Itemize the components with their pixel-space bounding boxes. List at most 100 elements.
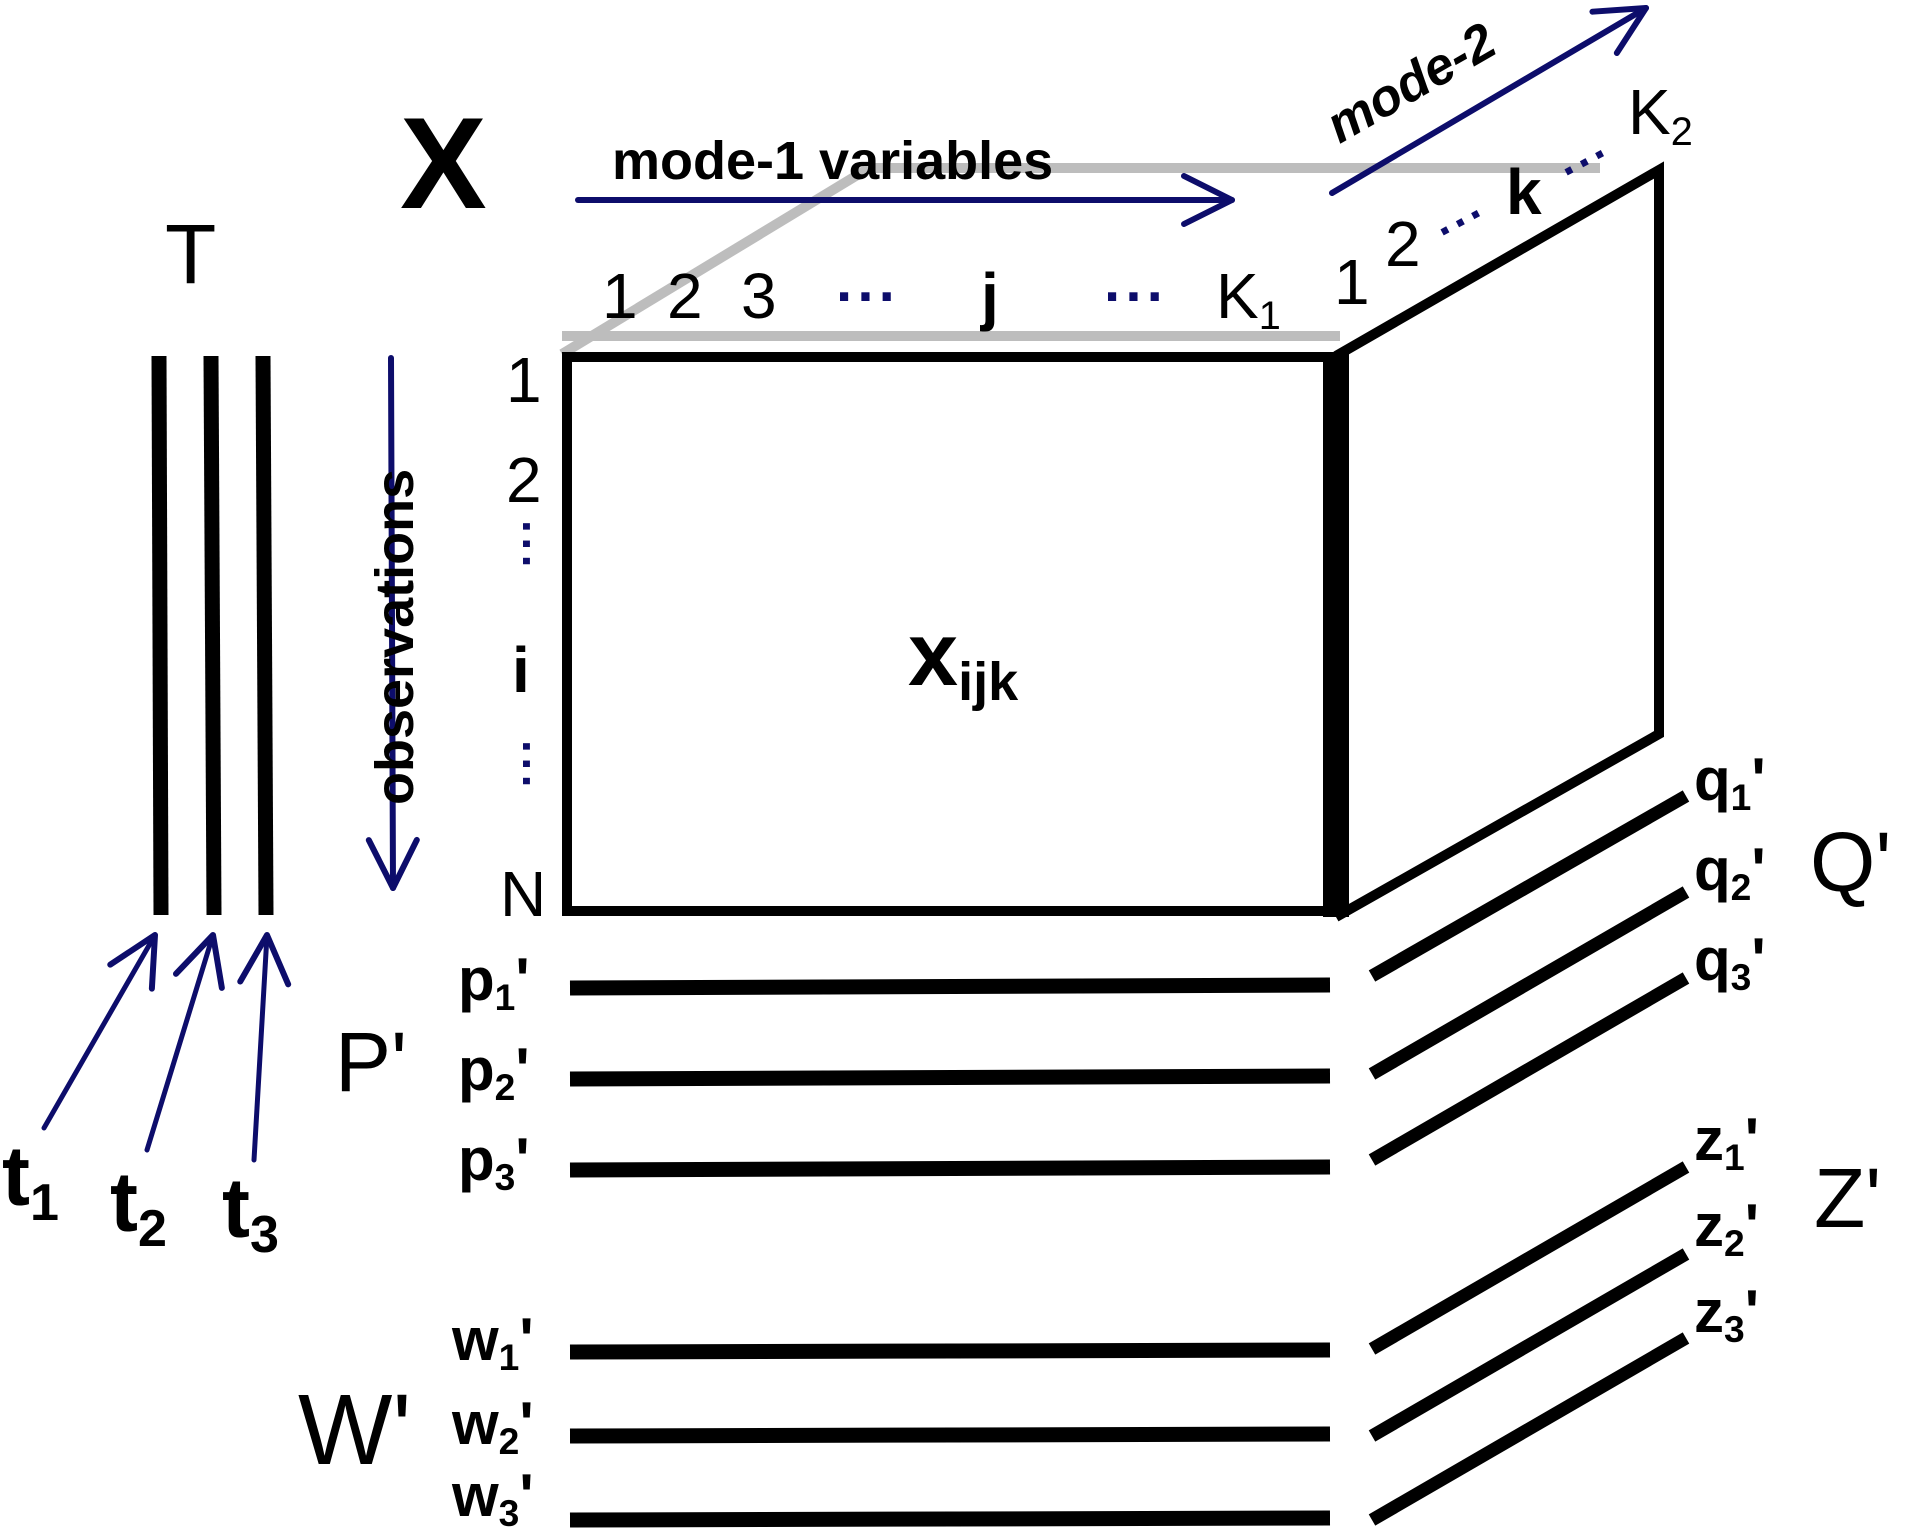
mode2-index-1: 1 bbox=[1334, 246, 1370, 318]
t3-label-sub: 3 bbox=[249, 1205, 279, 1264]
q2-label-prime: ' bbox=[1751, 836, 1766, 903]
q1-label-base: q bbox=[1694, 746, 1731, 813]
w3-label: w3' bbox=[452, 1466, 534, 1533]
z1-label-sub: 1 bbox=[1724, 1136, 1745, 1179]
p-matrix-symbol: P' bbox=[335, 1015, 408, 1109]
w2-label-base: w bbox=[452, 1390, 499, 1457]
p1-vector bbox=[569, 977, 1331, 996]
mode-2-arrow bbox=[1329, 5, 1649, 196]
mode1-index-last: K1 bbox=[1216, 264, 1281, 336]
w2-label-sub: 2 bbox=[498, 1420, 520, 1463]
q2-vector bbox=[1368, 886, 1690, 1080]
score-vectors bbox=[151, 355, 274, 916]
z3-label-prime: ' bbox=[1744, 1278, 1759, 1345]
w1-label-prime: ' bbox=[519, 1306, 534, 1373]
observations-label: observations bbox=[365, 468, 425, 805]
q3-vector bbox=[1368, 972, 1690, 1166]
t1-label-sub: 1 bbox=[29, 1173, 59, 1232]
score-matrix-symbol: T bbox=[165, 207, 217, 301]
z2-label: z2' bbox=[1694, 1196, 1759, 1263]
mode-1-label: mode-1 variables bbox=[612, 131, 1054, 191]
w1-label-sub: 1 bbox=[498, 1336, 520, 1379]
mode2-index-last: K2 bbox=[1628, 80, 1693, 152]
t1-vector bbox=[151, 355, 169, 916]
mode1-ellipsis-2: ··· bbox=[1104, 264, 1168, 329]
w3-label-sub: 3 bbox=[498, 1492, 520, 1535]
z2-label-prime: ' bbox=[1744, 1192, 1759, 1259]
obs-index-N: N bbox=[500, 858, 547, 930]
q1-label-prime: ' bbox=[1751, 746, 1766, 813]
q3-label-sub: 3 bbox=[1730, 956, 1752, 999]
score-pointer-arrows bbox=[41, 932, 292, 1163]
t1-pointer-arrow bbox=[41, 932, 158, 1131]
q2-label: q2' bbox=[1694, 840, 1766, 907]
t3-pointer-arrow bbox=[237, 932, 292, 1163]
t2-label-base: t bbox=[110, 1155, 138, 1249]
p3-label-prime: ' bbox=[515, 1126, 530, 1193]
p2-label-sub: 2 bbox=[494, 1066, 516, 1109]
t1-label: t1 bbox=[2, 1134, 59, 1229]
q-loading-vectors bbox=[1368, 790, 1690, 1166]
q-matrix-symbol: Q' bbox=[1810, 815, 1892, 909]
obs-ellipsis-1: ··· bbox=[501, 520, 553, 572]
mode1-index-2: 2 bbox=[667, 260, 703, 332]
t2-label: t2 bbox=[110, 1160, 167, 1255]
tensor-symbol: X bbox=[400, 90, 487, 236]
t2-vector bbox=[203, 355, 222, 916]
w1-label: w1' bbox=[452, 1310, 534, 1377]
w-weight-vectors bbox=[569, 1342, 1331, 1528]
obs-index-2: 2 bbox=[506, 444, 542, 516]
z2-label-base: z bbox=[1694, 1192, 1724, 1259]
obs-index-i: i bbox=[512, 634, 530, 706]
w-matrix-symbol: W' bbox=[298, 1374, 412, 1486]
w2-vector bbox=[569, 1426, 1331, 1444]
p1-label-base: p bbox=[458, 946, 495, 1013]
t3-label-base: t bbox=[222, 1161, 250, 1255]
mode1-index-1: 1 bbox=[602, 260, 638, 332]
mode1-index-last-base: K bbox=[1216, 260, 1259, 332]
mode2-index-k: k bbox=[1506, 156, 1542, 228]
w2-label: w2' bbox=[452, 1394, 534, 1461]
z3-vector bbox=[1368, 1332, 1690, 1526]
p1-label: p1' bbox=[458, 950, 530, 1017]
z1-label-prime: ' bbox=[1744, 1106, 1759, 1173]
tensor-element: xijk bbox=[908, 610, 1018, 709]
p3-label-base: p bbox=[458, 1126, 495, 1193]
z-matrix-symbol: Z' bbox=[1814, 1151, 1882, 1245]
mode2-index-last-base: K bbox=[1628, 76, 1671, 148]
t2-pointer-arrow bbox=[144, 932, 225, 1153]
q2-label-sub: 2 bbox=[1730, 866, 1752, 909]
mode1-index-last-sub: 1 bbox=[1258, 294, 1281, 339]
w3-label-prime: ' bbox=[519, 1462, 534, 1529]
q3-label-prime: ' bbox=[1751, 926, 1766, 993]
z2-label-sub: 2 bbox=[1724, 1222, 1745, 1265]
mode1-index-j: j bbox=[981, 260, 999, 332]
t1-label-base: t bbox=[2, 1129, 30, 1223]
t3-vector bbox=[255, 355, 274, 916]
q3-label: q3' bbox=[1694, 930, 1766, 997]
q1-label: q1' bbox=[1694, 750, 1766, 817]
z3-label-sub: 3 bbox=[1724, 1308, 1745, 1351]
q3-label-base: q bbox=[1694, 926, 1731, 993]
p1-label-prime: ' bbox=[515, 946, 530, 1013]
p3-label: p3' bbox=[458, 1130, 530, 1197]
z3-label: z3' bbox=[1694, 1282, 1759, 1349]
tensor-element-base: x bbox=[908, 605, 959, 705]
mode-arrows bbox=[365, 5, 1649, 891]
p-loading-vectors bbox=[569, 977, 1331, 1178]
q2-label-base: q bbox=[1694, 836, 1731, 903]
cube-right-face bbox=[1333, 161, 1664, 922]
p1-label-sub: 1 bbox=[494, 976, 516, 1019]
p3-vector bbox=[569, 1159, 1331, 1178]
tensor-element-sub: ijk bbox=[958, 652, 1019, 713]
mode1-ellipsis-1: ··· bbox=[836, 264, 900, 329]
q1-label-sub: 1 bbox=[1730, 776, 1752, 819]
mode2-index-2: 2 bbox=[1385, 208, 1421, 280]
p2-label-prime: ' bbox=[515, 1036, 530, 1103]
w1-vector bbox=[569, 1342, 1331, 1360]
z-weight-vectors bbox=[1368, 1161, 1690, 1526]
p2-label-base: p bbox=[458, 1036, 495, 1103]
z1-label-base: z bbox=[1694, 1106, 1724, 1173]
